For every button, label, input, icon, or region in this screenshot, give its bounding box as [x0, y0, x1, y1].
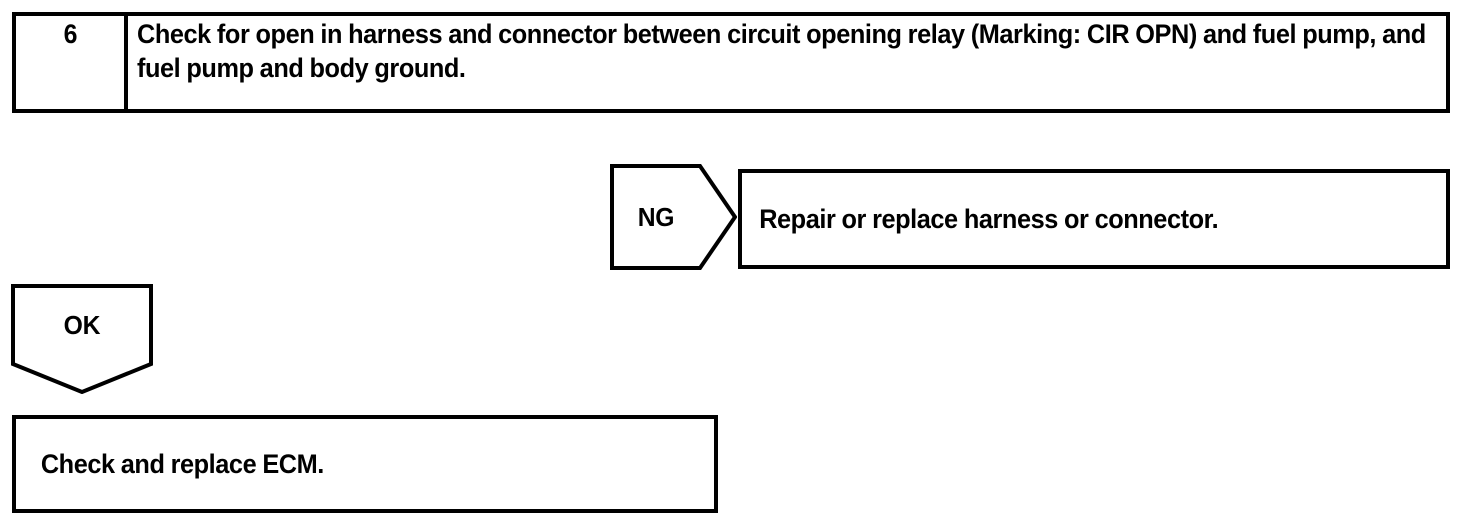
- ng-branch-label: NG: [637, 201, 675, 232]
- ng-arrow-shape: [610, 164, 737, 270]
- ok-result-box: Check and replace ECM.: [12, 415, 718, 513]
- ng-result-text: Repair or replace harness or connector.: [759, 204, 1219, 234]
- ng-branch-arrow: NG: [610, 164, 737, 270]
- step-number: 6: [63, 19, 77, 49]
- ok-branch-arrow: OK: [11, 284, 153, 394]
- ng-result-box: Repair or replace harness or connector.: [738, 169, 1450, 269]
- ok-branch-label: OK: [63, 309, 101, 340]
- step-instruction-cell: Check for open in harness and connector …: [128, 16, 1446, 109]
- step-instruction-text: Check for open in harness and connector …: [137, 19, 1426, 83]
- step-row: 6 Check for open in harness and connecto…: [12, 12, 1450, 113]
- ok-arrow-shape: [11, 284, 153, 394]
- step-number-cell: 6: [16, 16, 128, 109]
- ok-result-text: Check and replace ECM.: [40, 449, 324, 479]
